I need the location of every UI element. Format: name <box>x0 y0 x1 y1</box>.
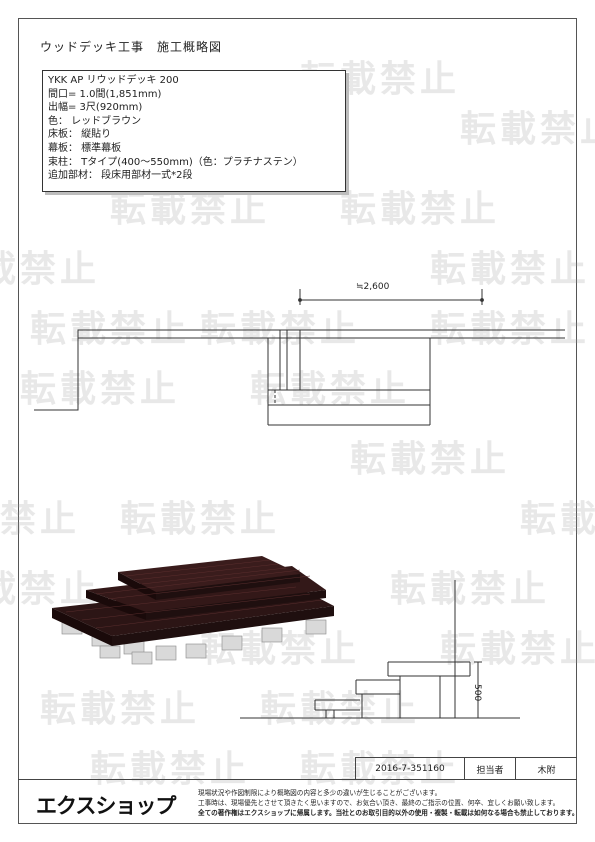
document-code: 2016-7-351160 <box>355 758 465 780</box>
spec-line: 床板： 縦貼り <box>48 129 112 141</box>
footer-note: 全ての著作権はエクスショップに帰属します。当社とのお取引目的以外の使用・複製・転… <box>198 809 579 817</box>
staff-name: 木附 <box>537 765 556 776</box>
deck-isometric <box>52 556 334 665</box>
footer: エクスショップ 現場状況や作図制限により概略図の内容と多少の違いが生じることがご… <box>18 779 578 825</box>
height-dimension: 500 <box>472 684 482 702</box>
spec-line: 束柱： Tタイプ(400～550mm)（色：プラチナステン） <box>48 156 303 168</box>
plan-view <box>34 289 565 426</box>
spec-line: 色： レッドブラウン <box>48 115 142 127</box>
spec-line: 追加部材： 段床用部材一式*2段 <box>48 170 193 182</box>
spec-line: 間口= 1.0間(1,851mm) <box>48 88 162 100</box>
spec-line: 幕板： 標準幕板 <box>48 142 122 154</box>
side-elevation <box>240 580 520 719</box>
drawing-frame <box>18 18 577 824</box>
staff-label: 担当者 <box>465 758 516 780</box>
footer-notes: 現場状況や作図制限により概略図の内容と多少の違いが生じることがございます。 工事… <box>198 788 578 818</box>
page-title: ウッドデッキ工事 施工概略図 <box>40 40 223 54</box>
spec-line: 出幅= 3尺(920mm) <box>48 102 143 114</box>
spec-box: YKK AP リウッドデッキ 200 間口= 1.0間(1,851mm) 出幅=… <box>42 70 346 192</box>
spec-line: YKK AP リウッドデッキ 200 <box>48 75 179 86</box>
info-bar: 2016-7-351160 担当者 木附 <box>355 757 577 780</box>
footer-note: 現場状況や作図制限により概略図の内容と多少の違いが生じることがございます。 <box>198 789 442 797</box>
width-dimension: ≒2,600 <box>356 282 390 292</box>
footer-note: 工事時は、現場優先とさせて頂きたく思いますので、お気合い頂き、最終のご指示の位置… <box>198 799 560 807</box>
company-logo: エクスショップ <box>36 794 176 818</box>
